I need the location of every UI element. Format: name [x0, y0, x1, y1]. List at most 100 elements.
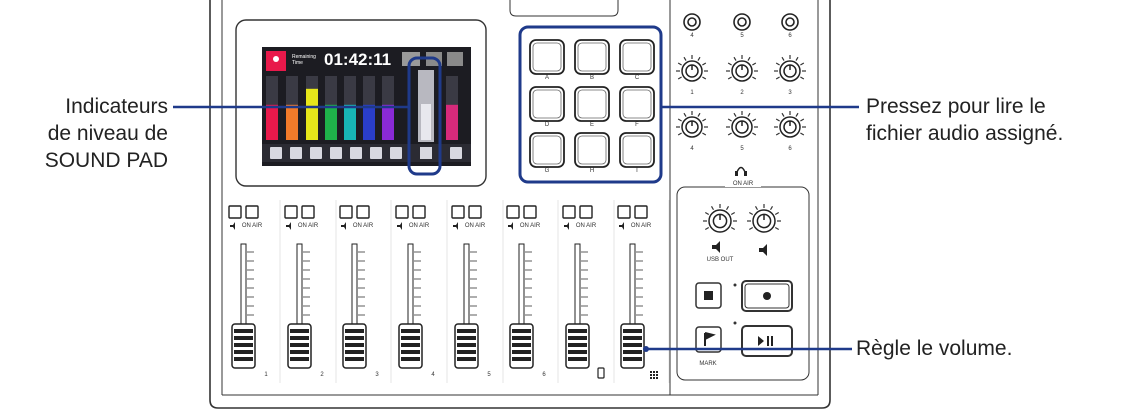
fader-knob-ridge	[290, 329, 309, 333]
mute-icon	[508, 222, 513, 230]
knob-area	[676, 13, 806, 176]
fader-knob-ridge	[290, 336, 309, 340]
fader-knob-ridge	[623, 343, 642, 347]
mute-icon	[619, 222, 624, 230]
mute-button	[451, 205, 465, 219]
remaining-time-value: 01:42:11	[324, 50, 392, 69]
fader-knob-ridge	[568, 350, 587, 354]
channel-icon	[370, 147, 382, 159]
mute-icon	[564, 222, 569, 230]
channel-meter-level	[306, 88, 318, 140]
fader-knob-ridge	[568, 329, 587, 333]
knob-label: 6	[788, 146, 792, 152]
channel-icon	[390, 147, 402, 159]
knob-label: 5	[740, 146, 744, 152]
fader-knob-ridge	[345, 336, 364, 340]
sound-pad-c	[619, 39, 655, 75]
channel-number-label: 6	[542, 372, 546, 378]
knob-label: 4	[690, 146, 694, 152]
channel-number-label: 1	[264, 372, 268, 378]
sound-pad-icon	[656, 371, 658, 373]
fader-knob-ridge	[401, 343, 420, 347]
callout-level-meters-line-2: de niveau de	[47, 122, 168, 145]
fader-knob-ridge	[290, 350, 309, 354]
channel-meter-level	[266, 104, 278, 140]
sound-pad-h	[574, 132, 610, 168]
fader-knob-ridge	[234, 343, 253, 347]
fader-knob-ridge	[568, 336, 587, 340]
sound-pad-inner	[532, 135, 562, 165]
sound-pad-g	[529, 132, 565, 168]
gain-knob	[774, 111, 806, 138]
usb-out-label: USB OUT	[706, 257, 734, 263]
mark-label: MARK	[699, 361, 717, 367]
callout-pads-line-1: Pressez pour lire le	[866, 95, 1046, 118]
speaker-icon	[759, 244, 767, 256]
mute-icon	[397, 222, 402, 230]
channel-strips	[228, 200, 670, 383]
channel-icon	[270, 147, 282, 159]
on-air-button	[579, 205, 593, 219]
master-on-air-label: ON AIR	[725, 181, 761, 187]
channel-icon-row	[270, 147, 462, 159]
sound-pad-inner	[577, 42, 607, 72]
sound-pad-label: E	[589, 122, 594, 128]
fader-knob-ridge	[457, 350, 476, 354]
headphone-jack	[683, 13, 701, 31]
mute-icon	[230, 222, 235, 230]
sound-pad-label: H	[589, 168, 595, 174]
gain-knob	[726, 111, 758, 138]
on-air-label: ON AIR	[241, 223, 263, 229]
fader-knob-ridge	[234, 350, 253, 354]
callout-pads-line-2: fichier audio assigné.	[866, 122, 1064, 145]
channel-meter-level	[446, 104, 458, 140]
headphone-icon-left	[735, 171, 738, 176]
fader-knob-ridge	[457, 357, 476, 361]
sound-pad-icon	[650, 377, 652, 379]
jack-label: 4	[690, 33, 694, 39]
fader-knob-ridge	[290, 357, 309, 361]
headphone-jack	[781, 13, 799, 31]
channel-number-label: 4	[431, 372, 435, 378]
sound-pad-icon	[650, 371, 652, 373]
channel-icon	[290, 147, 302, 159]
sound-pad-icon	[656, 374, 658, 376]
monitor-volume-knob	[747, 204, 781, 233]
sound-pad-a	[529, 39, 565, 75]
fader-knob-ridge	[512, 336, 531, 340]
sound-pad-inner	[622, 89, 652, 119]
mute-icon	[286, 222, 291, 230]
fader-knob-ridge	[401, 350, 420, 354]
on-air-button	[468, 205, 482, 219]
master-knobs	[703, 204, 781, 256]
knob-label: 2	[740, 90, 744, 96]
on-air-label: ON AIR	[352, 223, 374, 229]
gain-knob	[726, 55, 758, 82]
callout-pads: Pressez pour lire le fichier audio assig…	[866, 93, 1128, 147]
sound-pad-label: G	[544, 168, 550, 174]
on-air-label: ON AIR	[408, 223, 430, 229]
fader-knob-ridge	[401, 329, 420, 333]
fader-knob-ridge	[401, 357, 420, 361]
fader-knob-ridge	[345, 343, 364, 347]
channel-icon	[310, 147, 322, 159]
channel-number-label: 3	[375, 372, 379, 378]
gain-knob	[676, 55, 708, 82]
sound-pad-inner	[577, 135, 607, 165]
pad-grid	[529, 39, 655, 168]
sound-pad-b	[574, 39, 610, 75]
master-section	[676, 186, 810, 381]
sound-pad-label: A	[544, 75, 549, 81]
channel-icon	[350, 147, 362, 159]
fader-knob-ridge	[457, 336, 476, 340]
time-word: Time	[292, 60, 303, 66]
usb-icon	[712, 241, 720, 253]
sound-pad-icon	[656, 377, 658, 379]
mute-icon	[453, 222, 458, 230]
on-air-label: ON AIR	[464, 223, 486, 229]
channel-number-label: 2	[320, 372, 324, 378]
callout-level-meters: Indicateurs de niveau de SOUND PAD	[8, 93, 168, 174]
on-air-label: ON AIR	[630, 223, 652, 229]
sound-pad-inner	[622, 42, 652, 72]
mute-button	[617, 205, 631, 219]
